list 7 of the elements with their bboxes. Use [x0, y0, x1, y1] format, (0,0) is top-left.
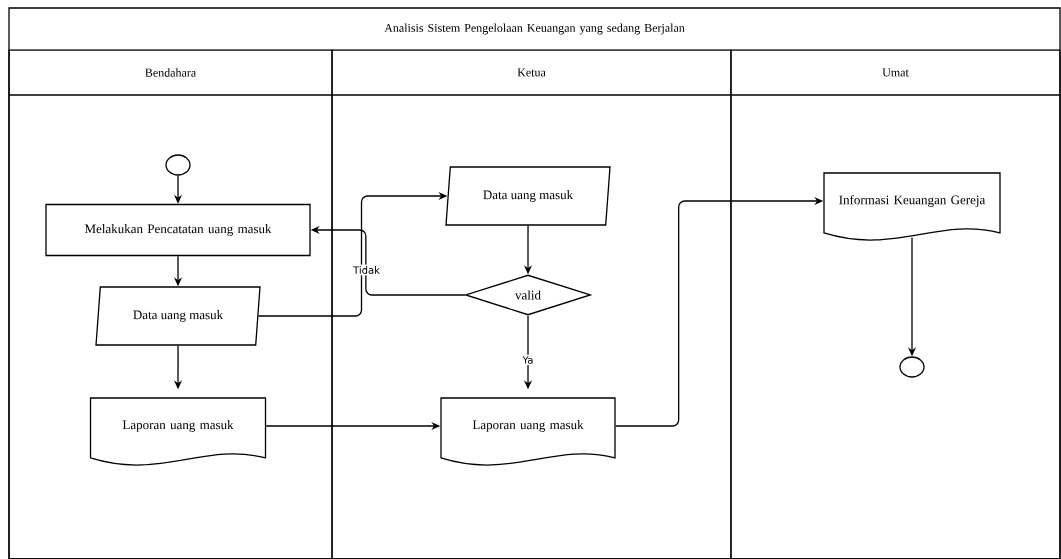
- terminator-circle: [165, 154, 191, 176]
- edge-label: Ya: [521, 354, 535, 366]
- process-box: Melakukan Pencatatan uang masuk: [45, 203, 311, 257]
- data-parallelogram: Data uang masuk: [445, 166, 611, 226]
- data-parallelogram: Data uang masuk: [95, 286, 261, 346]
- edge-label: Tidak: [351, 264, 382, 276]
- terminator-circle: [899, 356, 925, 378]
